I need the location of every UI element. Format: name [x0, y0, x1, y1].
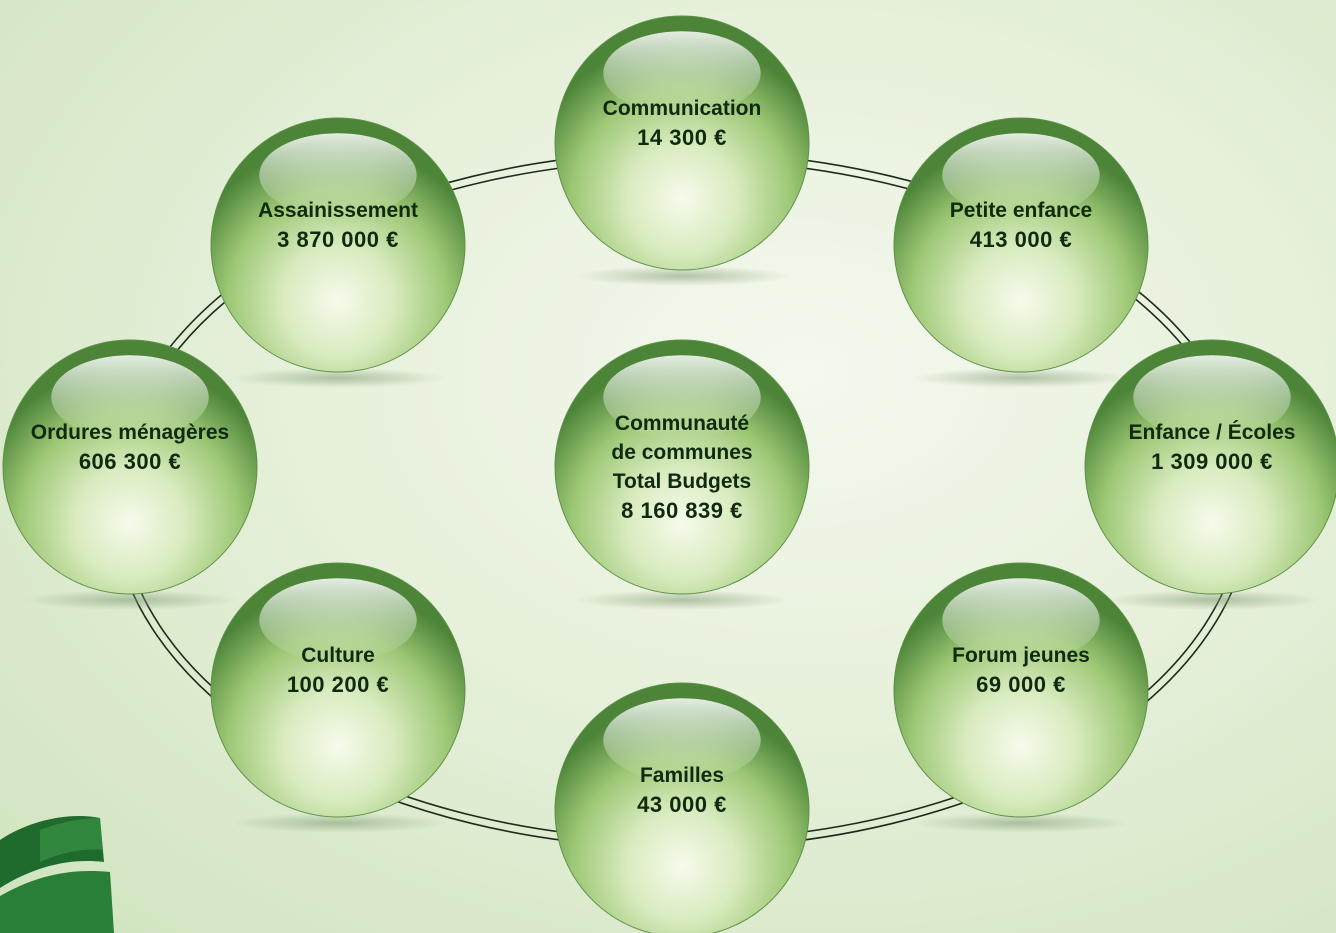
communication-title-line: Communication — [602, 97, 762, 120]
culture-amount: 100 200 € — [286, 672, 390, 697]
center-shadow — [574, 590, 790, 610]
ordures-menageres-label: Ordures ménagères 606 300 € — [31, 418, 229, 476]
familles-label: Familles 43 000 € — [637, 761, 727, 819]
petite-enfance-label: Petite enfance 413 000 € — [950, 196, 1092, 254]
communication-highlight — [603, 31, 761, 116]
assainissement-shadow — [230, 368, 446, 388]
forum-jeunes-title-line: Forum jeunes — [952, 644, 1090, 667]
communication-label: Communication 14 300 € — [603, 94, 762, 152]
petite-enfance-shadow — [913, 368, 1129, 388]
petite-enfance-bubble — [893, 117, 1149, 388]
familles-bubble — [554, 682, 810, 933]
green-c-logo-icon — [0, 816, 114, 933]
forum-jeunes-shadow — [913, 813, 1129, 833]
assainissement-bubble — [210, 117, 466, 388]
bubbles-layer — [2, 15, 1336, 933]
culture-title-line: Culture — [301, 644, 375, 667]
center-amount: 8 160 839 € — [621, 498, 743, 523]
enfance-ecoles-title-line: Enfance / Écoles — [1128, 421, 1296, 444]
forum-jeunes-highlight — [942, 578, 1100, 663]
communication-bubble — [554, 15, 810, 286]
forum-jeunes-amount: 69 000 € — [976, 672, 1066, 697]
enfance-ecoles-amount: 1 309 000 € — [1151, 449, 1273, 474]
center-highlight — [603, 355, 761, 440]
petite-enfance-highlight — [942, 133, 1100, 218]
assainissement-title-line: Assainissement — [258, 199, 418, 222]
center-bubble — [554, 339, 810, 610]
center-title-line: de communes — [611, 441, 753, 464]
enfance-ecoles-highlight — [1133, 355, 1291, 440]
enfance-ecoles-shadow — [1104, 590, 1320, 610]
communication-shadow — [574, 266, 790, 286]
assainissement-highlight — [259, 133, 417, 218]
culture-shadow — [230, 813, 446, 833]
forum-jeunes-label: Forum jeunes 69 000 € — [952, 641, 1090, 699]
familles-title-line: Familles — [639, 764, 725, 787]
center-title-line: Total Budgets — [612, 470, 752, 493]
enfance-ecoles-label: Enfance / Écoles 1 309 000 € — [1129, 418, 1296, 476]
petite-enfance-title-line: Petite enfance — [949, 199, 1093, 222]
communication-amount: 14 300 € — [637, 125, 727, 150]
culture-bubble — [210, 562, 466, 833]
forum-jeunes-bubble — [893, 562, 1149, 833]
ordures-menageres-highlight — [51, 355, 209, 440]
familles-amount: 43 000 € — [637, 792, 727, 817]
ordures-menageres-title-line: Ordures ménagères — [30, 421, 230, 444]
assainissement-amount: 3 870 000 € — [277, 227, 399, 252]
ordures-menageres-amount: 606 300 € — [78, 449, 182, 474]
petite-enfance-amount: 413 000 € — [969, 227, 1073, 252]
ordures-menageres-bubble — [2, 339, 258, 610]
culture-label: Culture 100 200 € — [287, 641, 389, 699]
assainissement-label: Assainissement 3 870 000 € — [258, 196, 418, 254]
center-title-line: Communauté — [614, 412, 750, 435]
enfance-ecoles-bubble — [1084, 339, 1336, 610]
culture-highlight — [259, 578, 417, 663]
ordures-menageres-shadow — [22, 590, 238, 610]
familles-highlight — [603, 698, 761, 783]
